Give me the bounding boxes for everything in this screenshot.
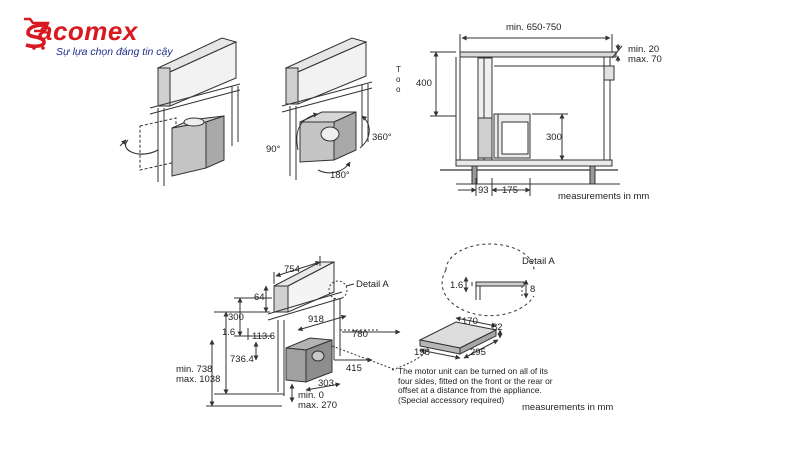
- height-400-label: 400: [416, 78, 432, 89]
- detail-a-label: Detail A: [356, 279, 389, 290]
- svg-text:T: T: [396, 65, 401, 74]
- svg-text:o: o: [396, 75, 401, 84]
- angle-360-label: 360°: [372, 132, 392, 143]
- width-303-label: 303: [318, 378, 334, 389]
- height-113-6-label: 113.6: [252, 331, 275, 342]
- width-780-label: 780: [352, 329, 368, 340]
- svg-text:o: o: [396, 85, 401, 94]
- cutout-plate: [418, 316, 503, 360]
- top-min-20-label: min. 20: [628, 44, 659, 55]
- depth-415-label: 415: [346, 363, 362, 374]
- angle-180-label: 180°: [330, 170, 350, 181]
- hood-figure-1: [119, 37, 241, 186]
- cart-s-logo-icon: [24, 17, 50, 50]
- depth-1-6-label-3d: 1.6: [222, 327, 235, 338]
- hood-figure-2: T o o: [281, 37, 401, 180]
- motor-unit-note: The motor unit can be turned on all of i…: [398, 366, 608, 405]
- brand-tagline: Sự lựa chọn đáng tin cậy: [56, 46, 173, 58]
- offset-max-270-label: max. 270: [298, 400, 337, 411]
- note-line-3: offset at a distance from the appliance.: [398, 385, 542, 396]
- height-max-1038-label: max. 1038: [176, 374, 220, 385]
- note-line-2: four sides, fitted on the front or the r…: [398, 375, 553, 386]
- depth-175-label: 175: [502, 185, 518, 196]
- plate-82-label: 82: [492, 322, 503, 333]
- height-300-label: 300: [546, 132, 562, 143]
- offset-min-0-label: min. 0: [298, 390, 324, 401]
- plate-198-label: 198: [414, 347, 430, 358]
- depth-64-label: 64: [254, 292, 265, 303]
- detail-a-title: Detail A: [522, 256, 555, 267]
- depth-93-label: 93: [478, 185, 489, 196]
- units-label-top: measurements in mm: [558, 191, 649, 202]
- detail-a-magnified: [441, 243, 535, 317]
- hood-3d-dimensioned: [206, 256, 432, 407]
- width-918-label: 918: [308, 314, 324, 325]
- height-min-738-label: min. 738: [176, 364, 212, 375]
- width-min-650-750-label: min. 650-750: [506, 22, 561, 33]
- plate-295-label: 295: [470, 347, 486, 358]
- units-label-bottom: measurements in mm: [522, 402, 613, 413]
- cabinet-section: [430, 34, 623, 196]
- height-736-4-label: 736.4: [230, 354, 254, 365]
- note-line-1: The motor unit can be turned on all of i…: [398, 366, 548, 376]
- width-754-label: 754: [284, 264, 300, 275]
- brand-name: acomex: [38, 16, 138, 46]
- note-line-4: (Special accessory required): [398, 394, 505, 405]
- height-300-label-3d: 300: [228, 312, 244, 323]
- top-max-70-label: max. 70: [628, 54, 662, 65]
- detail-1-6-label: 1.6: [450, 280, 463, 291]
- plate-170-label: 170: [462, 316, 478, 327]
- angle-90-label: 90°: [266, 144, 281, 155]
- detail-8-label: 8: [530, 284, 535, 295]
- brand-logo: acomex Sự lựa chọn đáng tin cậy: [22, 14, 182, 58]
